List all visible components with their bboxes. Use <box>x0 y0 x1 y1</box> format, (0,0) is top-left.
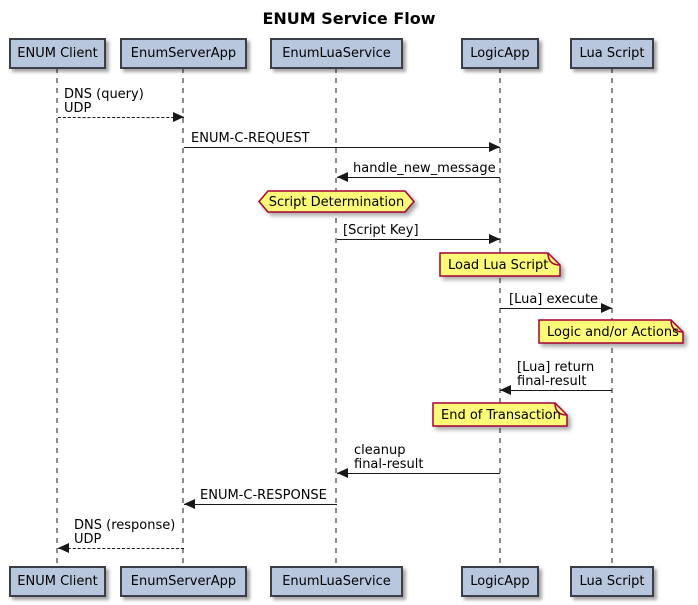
message-line <box>500 390 612 391</box>
hexagon-note-label: Script Determination <box>269 195 404 210</box>
hexagon-note: Script Determination <box>258 190 415 213</box>
lifeline-logicapp <box>499 68 501 566</box>
message-line <box>337 177 500 178</box>
message-label: DNS (response) UDP <box>74 518 176 547</box>
message-line <box>184 504 337 505</box>
message-lua-return: [Lua] return final-result <box>500 360 612 395</box>
participant-lua-script-bottom: Lua Script <box>570 566 654 597</box>
note-end-of-transaction: End of Transaction <box>432 402 568 427</box>
message-dns-query: DNS (query) UDP <box>58 87 184 122</box>
note-load-lua-script: Load Lua Script <box>439 252 561 277</box>
note-label: End of Transaction <box>441 408 561 423</box>
message-cleanup: cleanup final-result <box>337 443 500 478</box>
arrowhead-left-icon <box>337 172 348 182</box>
note-label: Load Lua Script <box>448 258 548 273</box>
participant-enumserverapp-top: EnumServerApp <box>120 38 247 69</box>
message-enum-c-request: ENUM-C-REQUEST <box>184 131 500 152</box>
message-line <box>184 147 500 148</box>
lifeline-enumserverapp <box>182 68 184 566</box>
message-label: DNS (query) UDP <box>64 87 144 116</box>
arrowhead-right-icon <box>173 112 184 122</box>
participant-logicapp-bottom: LogicApp <box>461 566 539 597</box>
message-line <box>58 117 184 118</box>
participant-enumserverapp-bottom: EnumServerApp <box>120 566 247 597</box>
participant-lua-script-top: Lua Script <box>570 38 654 69</box>
message-label: [Lua] return final-result <box>517 360 595 389</box>
lifeline-enum-client <box>56 68 58 566</box>
arrowhead-left-icon <box>500 385 511 395</box>
participant-enum-client-top: ENUM Client <box>9 38 106 69</box>
message-label: cleanup final-result <box>354 443 424 472</box>
note-label: Logic and/or Actions <box>547 325 679 340</box>
arrowhead-left-icon <box>58 543 69 553</box>
note-logic-actions: Logic and/or Actions <box>538 319 684 344</box>
lifeline-enumluaservice <box>335 68 337 566</box>
message-enum-c-response: ENUM-C-RESPONSE <box>184 488 337 509</box>
message-handle-new-message: handle_new_message <box>337 161 500 182</box>
arrowhead-left-icon <box>337 468 348 478</box>
message-label: ENUM-C-REQUEST <box>191 131 310 146</box>
message-dns-response: DNS (response) UDP <box>58 518 184 553</box>
message-line <box>500 308 612 309</box>
message-script-key: [Script Key] <box>337 223 500 244</box>
arrowhead-left-icon <box>184 499 195 509</box>
arrowhead-right-icon <box>601 303 612 313</box>
participant-enumluaservice-top: EnumLuaService <box>270 38 403 69</box>
message-line <box>337 239 500 240</box>
message-label: handle_new_message <box>353 161 496 176</box>
message-label: ENUM-C-RESPONSE <box>200 488 327 503</box>
lifeline-lua-script <box>611 68 613 566</box>
diagram-title: ENUM Service Flow <box>262 9 436 28</box>
message-line <box>58 548 184 549</box>
participant-enum-client-bottom: ENUM Client <box>9 566 106 597</box>
message-label: [Lua] execute <box>509 292 599 307</box>
arrowhead-right-icon <box>489 142 500 152</box>
participant-enumluaservice-bottom: EnumLuaService <box>270 566 403 597</box>
participant-logicapp-top: LogicApp <box>461 38 539 69</box>
message-label: [Script Key] <box>343 223 419 238</box>
arrowhead-right-icon <box>489 234 500 244</box>
message-lua-execute: [Lua] execute <box>500 292 612 313</box>
message-line <box>337 473 500 474</box>
